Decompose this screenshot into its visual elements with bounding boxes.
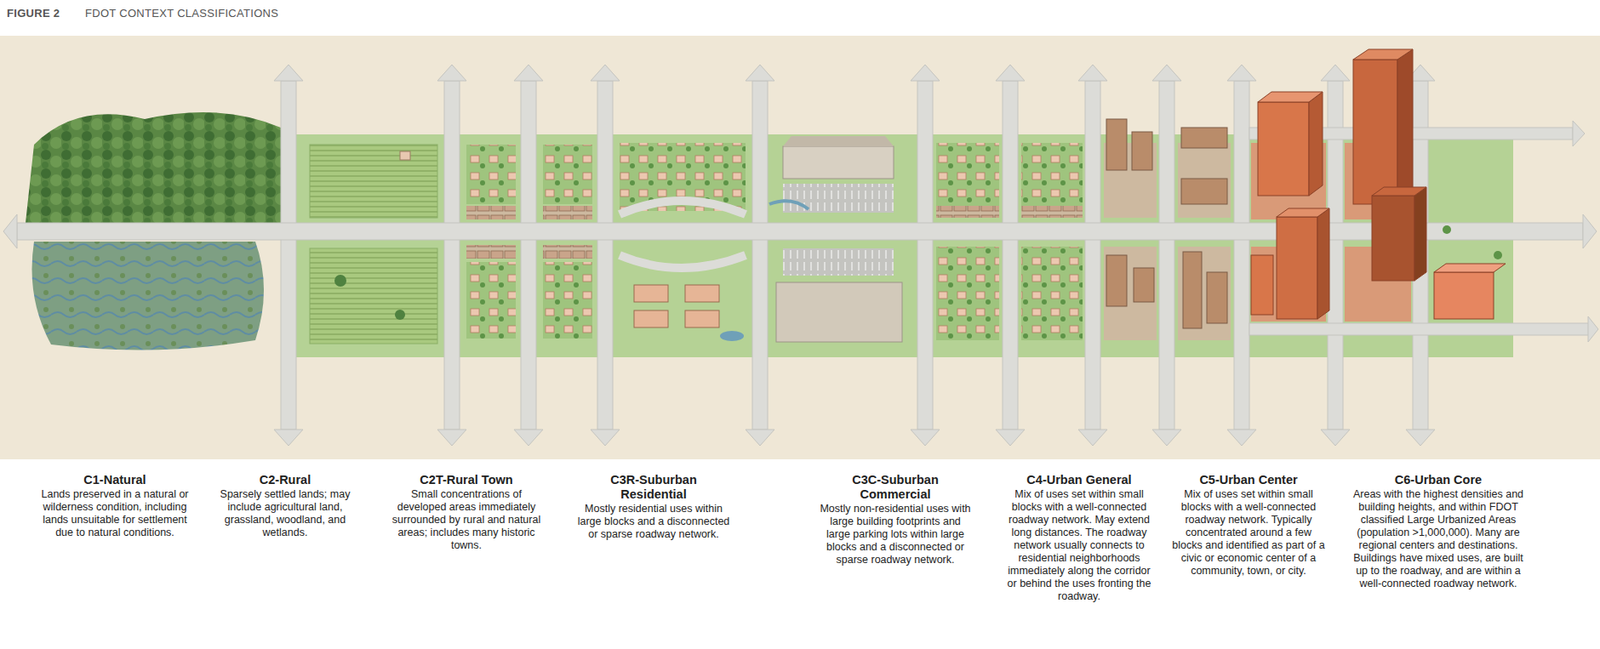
class-description: Mix of uses set within small blocks with… — [1001, 488, 1157, 604]
context-class: C3C-Suburban CommercialMostly non-reside… — [818, 473, 972, 567]
context-class: C6-Urban CoreAreas with the highest dens… — [1351, 473, 1526, 591]
class-description: Mostly non-residential uses with large b… — [818, 502, 972, 567]
class-heading: C3C-Suburban Commercial — [818, 473, 972, 503]
class-description: Small concentrations of developed areas … — [389, 488, 543, 553]
class-heading: C1-Natural — [38, 473, 192, 488]
class-heading: C6-Urban Core — [1351, 473, 1526, 488]
class-heading: C5-Urban Center — [1171, 473, 1326, 488]
context-class: C4-Urban GeneralMix of uses set within s… — [1001, 473, 1157, 604]
class-heading: C2-Rural — [208, 473, 362, 488]
context-class: C2T-Rural TownSmall concentrations of de… — [389, 473, 543, 553]
context-class: C2-RuralSparsely settled lands; may incl… — [208, 473, 362, 540]
class-heading: C4-Urban General — [1001, 473, 1157, 488]
class-heading: C3R-Suburban Residential — [577, 473, 731, 503]
class-description: Lands preserved in a natural or wilderne… — [38, 488, 192, 540]
context-class: C1-NaturalLands preserved in a natural o… — [38, 473, 192, 540]
class-description: Sparsely settled lands; may include agri… — [208, 488, 362, 540]
class-heading: C2T-Rural Town — [389, 473, 543, 488]
class-description: Mostly residential uses within large blo… — [577, 502, 731, 542]
context-class: C3R-Suburban ResidentialMostly residenti… — [577, 473, 731, 542]
figure-number: FIGURE 2 — [6, 6, 60, 20]
class-description: Mix of uses set within small blocks with… — [1171, 488, 1326, 578]
class-description: Areas with the highest densities and bui… — [1351, 488, 1526, 591]
context-class: C5-Urban CenterMix of uses set within sm… — [1171, 473, 1326, 578]
figure-title: FDOT CONTEXT CLASSIFICATIONS — [85, 6, 279, 20]
